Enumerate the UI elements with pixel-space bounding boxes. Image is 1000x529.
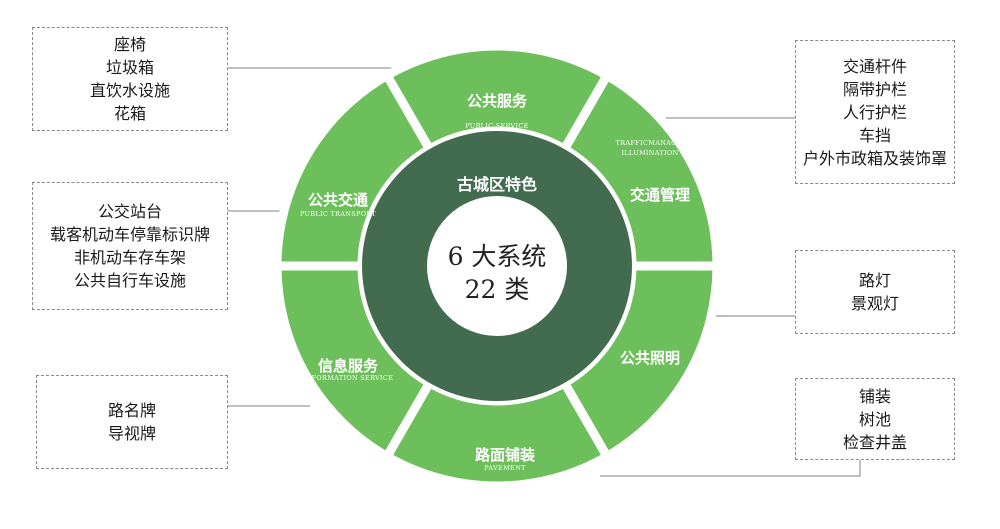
item-label: 车挡 bbox=[858, 125, 891, 145]
item-label: 非机动车存车架 bbox=[73, 248, 186, 267]
item-label: 花箱 bbox=[113, 104, 146, 123]
center-subtitle: 22 类 bbox=[465, 275, 530, 304]
connector-pavement bbox=[600, 460, 861, 477]
item-label: 隔带护栏 bbox=[842, 79, 907, 99]
center-title: 6 大系统 bbox=[448, 242, 547, 271]
segment-labels: 公共服务 PUBLIC SERVICE 交通管理 TRAFFICMANAGEMENT 公… bbox=[300, 92, 705, 472]
segment-subtitle-information-service: INFORMATION SERVICE bbox=[303, 374, 394, 382]
item-label: 景观灯 bbox=[850, 294, 899, 313]
item-label: 路灯 bbox=[858, 271, 891, 290]
segment-title-public-service: 公共服务 bbox=[467, 92, 528, 110]
item-label: 公共自行车设施 bbox=[73, 271, 186, 290]
segment-subtitle-pavement: PAVEMENT bbox=[484, 464, 526, 472]
center-circle bbox=[427, 196, 567, 336]
item-label: 检查井盖 bbox=[842, 432, 907, 452]
item-label: 导视牌 bbox=[107, 424, 156, 443]
pavement-items-box: 铺装 树池 检查井盖 bbox=[795, 378, 955, 460]
item-label: 户外市政箱及装饰罩 bbox=[802, 148, 947, 168]
segment-title-public-transport: 公共交通 bbox=[308, 191, 368, 209]
item-label: 载客机动车停靠标识牌 bbox=[49, 225, 210, 244]
ring-label: 古城区特色 bbox=[457, 175, 537, 194]
item-label: 直饮水设施 bbox=[89, 81, 170, 100]
segment-subtitle-public-transport: PUBLIC TRANSPORT bbox=[300, 210, 376, 218]
item-label: 树池 bbox=[858, 409, 891, 429]
item-label: 路名牌 bbox=[107, 401, 156, 420]
public-transport-items-box: 公交站台 载客机动车停靠标识牌 非机动车存车架 公共自行车设施 bbox=[32, 182, 228, 310]
segment-title-traffic-management: 交通管理 bbox=[630, 186, 690, 204]
segment-title-illumination: 公共照明 bbox=[620, 349, 680, 367]
information-service-items-box: 路名牌 导视牌 bbox=[36, 375, 228, 469]
segment-subtitle-public-service: PUBLIC SERVICE bbox=[465, 122, 528, 130]
item-label: 公交站台 bbox=[97, 202, 162, 221]
item-label: 人行护栏 bbox=[842, 102, 907, 122]
segment-title-pavement: 路面铺装 bbox=[475, 446, 536, 464]
item-label: 垃圾箱 bbox=[105, 58, 154, 77]
item-label: 交通杆件 bbox=[842, 56, 907, 76]
public-service-items-box: 座椅 垃圾箱 直饮水设施 花箱 bbox=[32, 27, 228, 131]
traffic-management-items-box: 交通杆件 隔带护栏 人行护栏 车挡 户外市政箱及装饰罩 bbox=[795, 40, 955, 184]
segment-subtitle-traffic-management: TRAFFICMANAGEMENT bbox=[616, 139, 705, 147]
item-label: 座椅 bbox=[113, 35, 146, 54]
item-label: 铺装 bbox=[858, 386, 891, 406]
segment-subtitle-illumination: ILLUMINATION bbox=[621, 149, 678, 157]
illumination-items-box: 路灯 景观灯 bbox=[795, 250, 955, 334]
segment-title-information-service: 信息服务 bbox=[318, 357, 379, 375]
